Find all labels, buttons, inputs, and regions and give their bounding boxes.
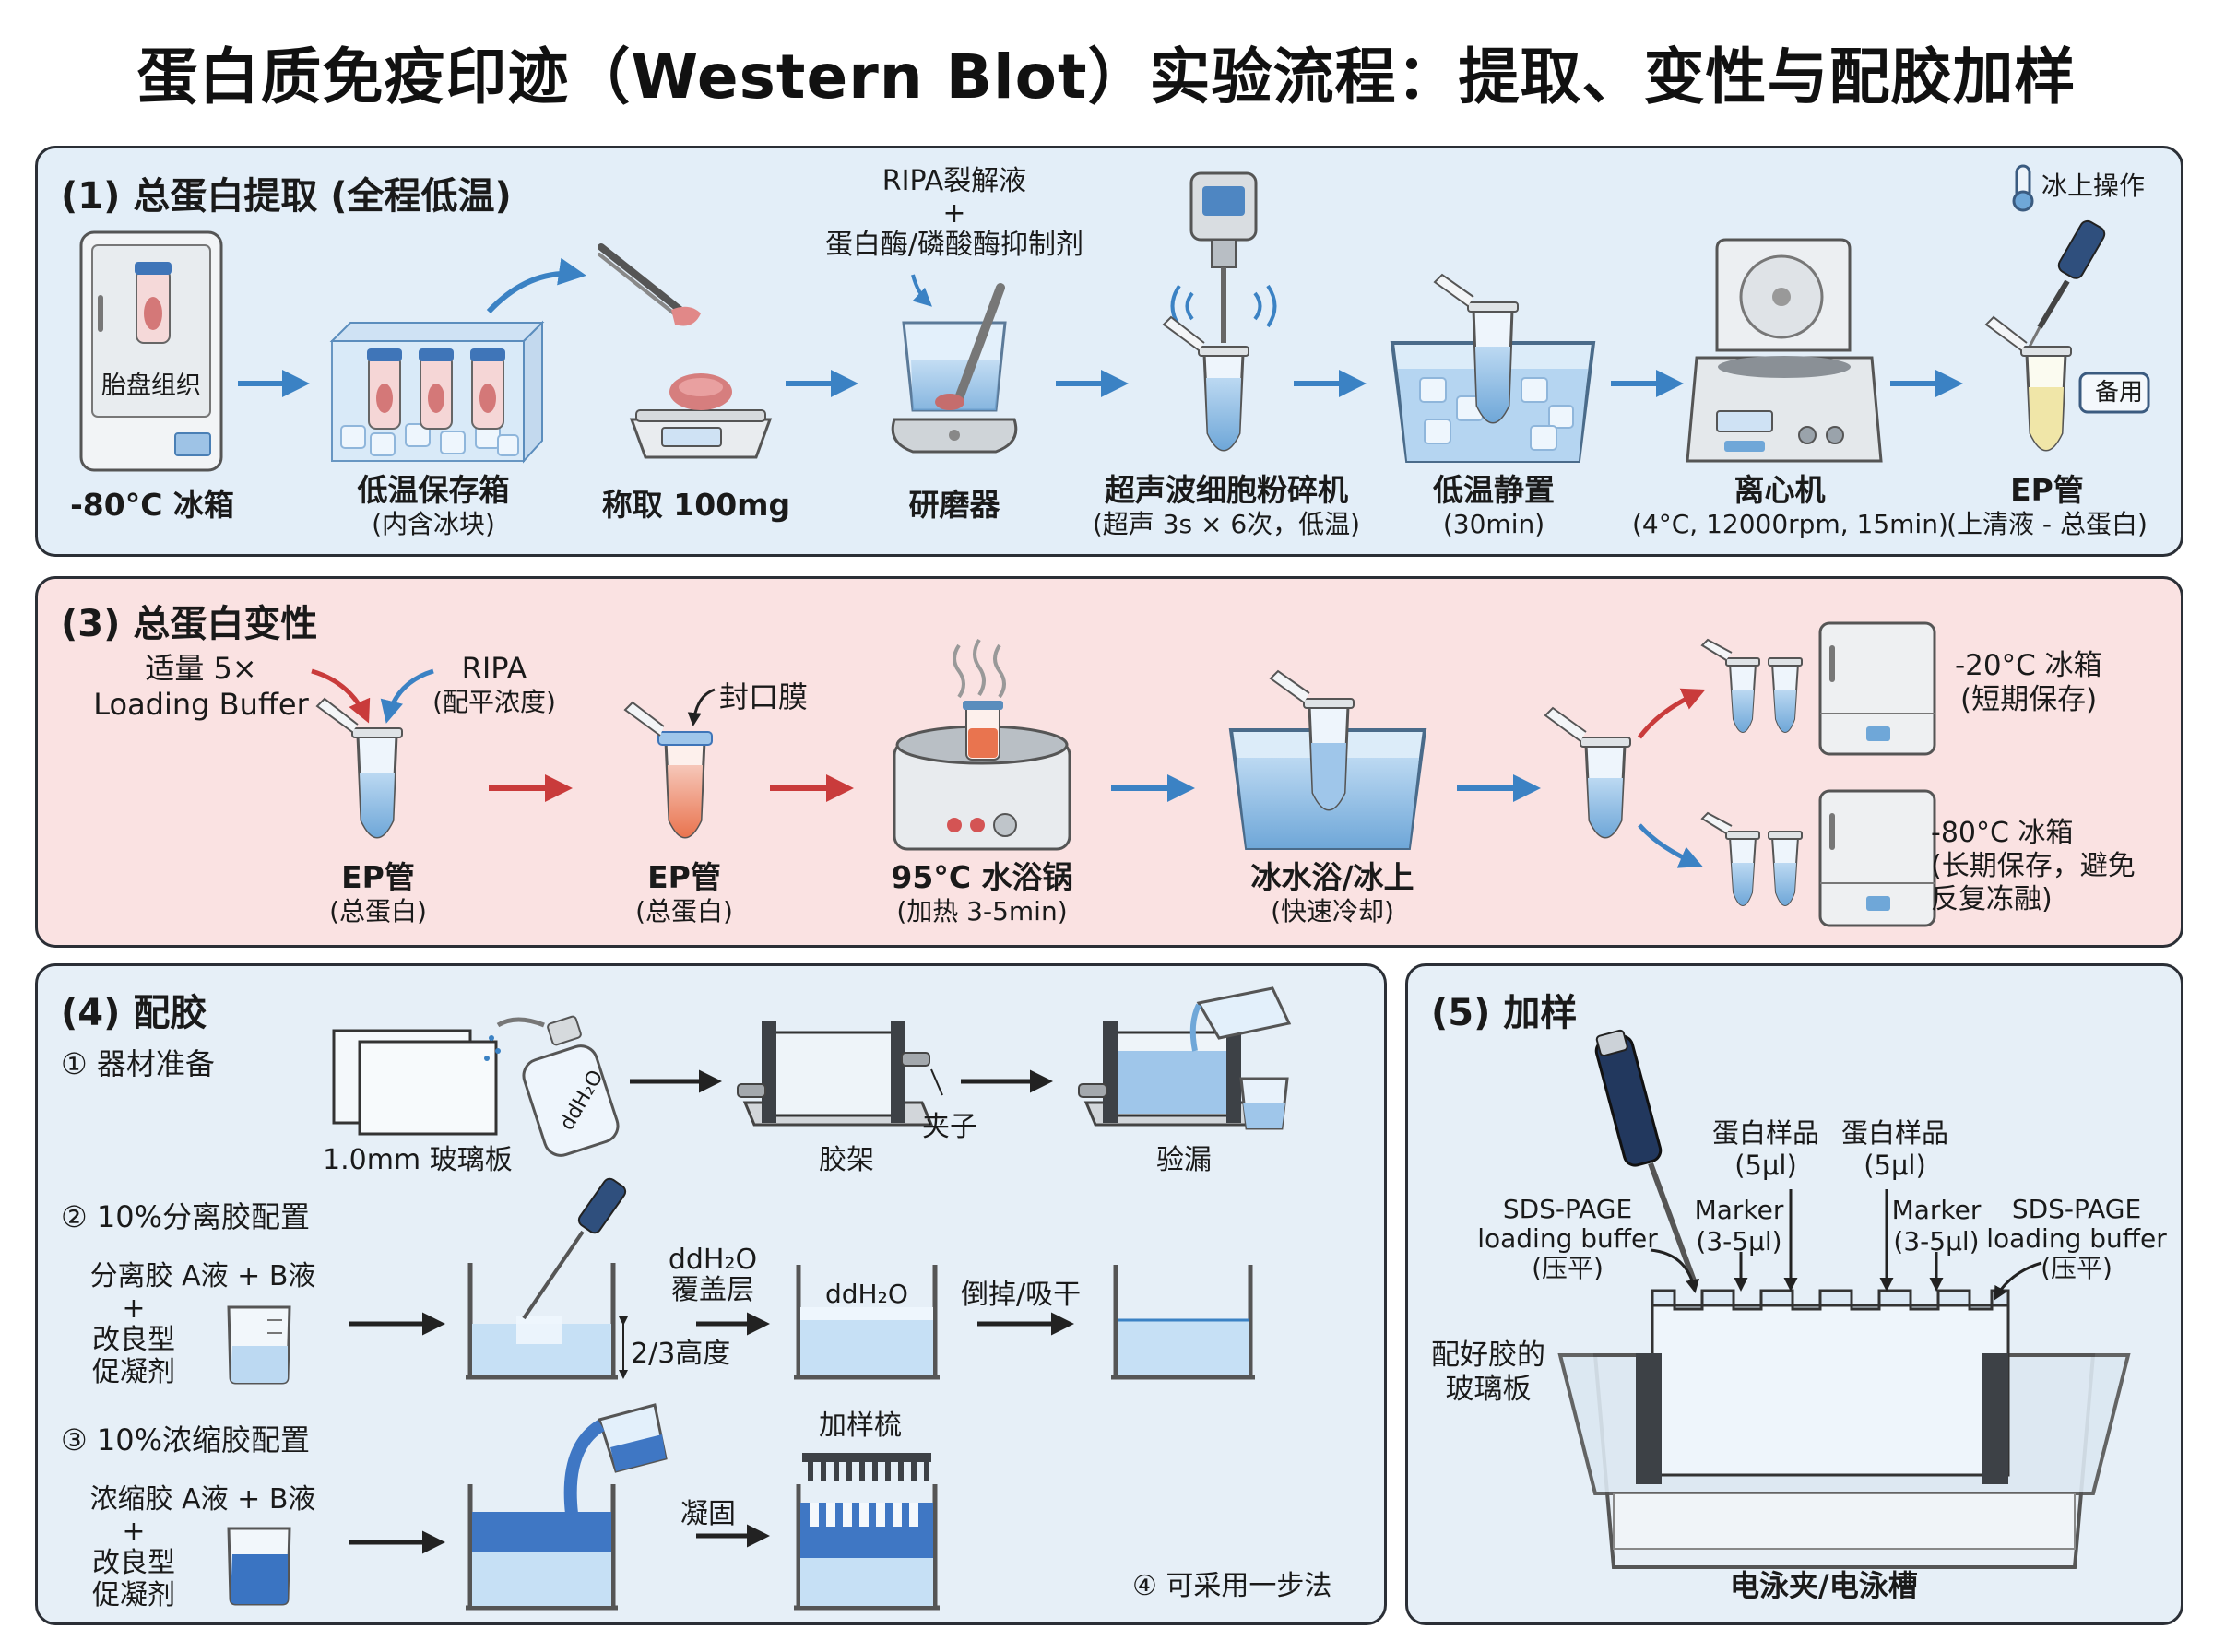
reagent-note: RIPA裂解液+蛋白酶/磷酸酶抑制剂 [824,165,1084,261]
step-ep-tube: EP管(上清液 - 总蛋白) [1947,472,2148,540]
overlay-gel-icon [794,1265,940,1380]
drained-gel-icon [1111,1265,1255,1380]
freezer-inside-label: 胎盘组织 [101,372,201,400]
ice-bath-icon [1390,273,1596,463]
step-rest: 低温静置(30min) [1433,472,1555,540]
marker-label-2: Marker(3-5μl) [1891,1195,1982,1257]
leak-test-icon [1078,986,1292,1130]
denature-step-ice: 冰水浴/冰上(快速冷却) [1250,859,1414,927]
storage-short-note: -20°C 冰箱(短期保存) [1955,649,2102,717]
ep-tube-cooled-icon [1544,706,1631,839]
pipette-icon [2027,219,2106,349]
panel5-title: (5) 加样 [1431,992,1578,1034]
storage-long-note: -80°C 冰箱(长期保存，避免反复冻融) [1931,817,2136,915]
electrophoresis-tank-icon [1557,1289,2131,1569]
ripa-note: RIPA(配平浓度) [432,651,556,718]
panel4-title: (4) 配胶 [61,992,207,1034]
one-step-note: ④ 可采用一步法 [1132,1570,1332,1602]
balance-icon [629,373,773,459]
freezer-icon [79,230,223,472]
rack-label: 胶架 [819,1144,874,1176]
marker-label-1: Marker(3-5μl) [1694,1195,1784,1257]
panel3-title: (3) 总蛋白变性 [61,603,318,645]
ep-tube-protein-icon [315,697,403,839]
step-cold-box: 低温保存箱(内含冰块) [357,472,510,540]
page-title: 蛋白质免疫印迹（Western Blot）实验流程：提取、变性与配胶加样 [136,41,2077,112]
step2-label: ② 10%分离胶配置 [61,1199,310,1234]
thermometer-icon [2012,164,2034,212]
freezer-minus20-icon [1818,621,1936,756]
gel-water-label: ddH₂O [825,1279,908,1309]
step-weigh: 称取 100mg [601,487,791,523]
leak-label: 验漏 [1156,1144,1212,1176]
protein-sample-label-2: 蛋白样品(5μl) [1840,1117,1948,1182]
aliquot-tubes-short-icon [1700,638,1803,733]
loading-buffer-note: 适量 5×Loading Buffer [93,651,309,723]
step-sonicator: 超声波细胞粉碎机(超声 3s × 6次，低温) [1092,472,1361,540]
water-bath-icon [893,638,1071,851]
comb-label: 加样梳 [819,1410,902,1442]
discard-label: 倒掉/吸干 [961,1279,1082,1311]
glass-label: 1.0mm 玻璃板 [323,1144,513,1176]
ep-tube-sealed-icon [623,701,713,839]
height-label: 2/3高度 [631,1338,731,1370]
separating-gel-pour-icon [466,1177,628,1380]
stacking-gel-pour-icon [466,1403,668,1611]
step-grinder: 研磨器 [908,487,1000,523]
panel1-title: (1) 总蛋白提取 (全程低温) [61,175,512,218]
tank-label: 电泳夹/电泳槽 [1730,1568,1918,1603]
aliquot-tubes-long-icon [1700,811,1803,906]
comb-gel-icon [794,1453,940,1611]
denature-step-ep: EP管(总蛋白) [329,859,427,927]
solidify-label: 凝固 [680,1498,736,1530]
protein-sample-label-1: 蛋白样品(5μl) [1711,1117,1819,1182]
stacking-recipe: 浓缩胶 A液 + B液+改良型促凝剂 [89,1483,316,1611]
step3-label: ③ 10%浓缩胶配置 [61,1422,310,1457]
backup-tag: 备用 [2095,379,2144,407]
ice-water-bath-icon [1228,669,1427,850]
centrifuge-icon [1686,238,1883,463]
sonicator-icon [1170,171,1277,343]
step1-label: ① 器材准备 [61,1046,215,1081]
glass-plates-icon [332,1029,498,1136]
separating-recipe: 分离胶 A液 + B液+改良型促凝剂 [89,1260,316,1388]
step-freezer: -80°C 冰箱 [70,487,234,523]
freezer-minus80-icon [1818,789,1936,927]
seal-note: 封口膜 [719,679,809,714]
beaker-icon [227,1305,291,1385]
step-centrifuge: 离心机(4°C, 12000rpm, 15min) [1632,472,1948,540]
pipette-loading-icon [1594,1029,1698,1285]
backup-tag-box [2078,372,2150,414]
beaker-stacking-icon [227,1527,291,1606]
gel-plate-label: 配好胶的玻璃板 [1431,1339,1545,1407]
wash-bottle-icon [484,1015,620,1157]
ep-tube-icon [1162,315,1249,452]
clip-label: 夹子 [922,1111,977,1143]
denature-step-ep-sealed: EP管(总蛋白) [635,859,733,927]
forceps-icon [598,243,701,326]
grinder-icon [891,283,1018,454]
ep-tube-supernatant-icon [1984,315,2072,452]
denature-step-water-bath: 95°C 水浴锅(加热 3-5min) [891,859,1073,927]
gel-rack-icon [737,1021,943,1127]
ice-note: 冰上操作 [2041,171,2146,201]
cold-storage-box-icon [329,320,545,464]
